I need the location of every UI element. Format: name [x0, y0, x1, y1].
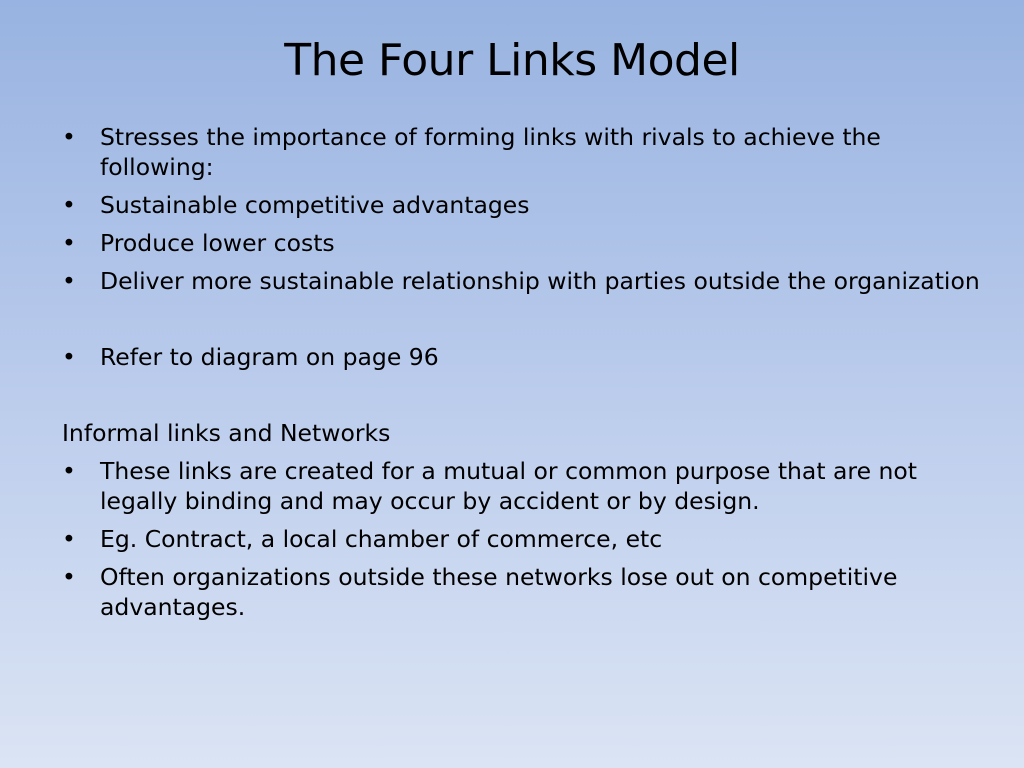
bullet-text: Stresses the importance of forming links…	[100, 123, 881, 181]
bullet-item: • Stresses the importance of forming lin…	[62, 122, 982, 182]
bullet-text: Deliver more sustainable relationship wi…	[100, 267, 980, 295]
subheading: Informal links and Networks	[62, 419, 391, 447]
bullet-item: • Sustainable competitive advantages	[62, 190, 982, 220]
spacer	[62, 304, 982, 342]
bullet-icon: •	[62, 267, 76, 295]
bullet-text: Sustainable competitive advantages	[100, 191, 530, 219]
bullet-icon: •	[62, 457, 76, 485]
bullet-item: • Refer to diagram on page 96	[62, 342, 982, 372]
bullet-item: • Often organizations outside these netw…	[62, 562, 982, 622]
bullet-icon: •	[62, 123, 76, 151]
bullet-icon: •	[62, 229, 76, 257]
bullet-item: • Produce lower costs	[62, 228, 982, 258]
bullet-text: Eg. Contract, a local chamber of commerc…	[100, 525, 663, 553]
bullet-text: Produce lower costs	[100, 229, 335, 257]
bullet-list-1: • Stresses the importance of forming lin…	[62, 122, 982, 296]
bullet-icon: •	[62, 525, 76, 553]
slide-content: • Stresses the importance of forming lin…	[62, 122, 982, 630]
bullet-icon: •	[62, 563, 76, 591]
bullet-list-2: • Refer to diagram on page 96	[62, 342, 982, 372]
slide-title: The Four Links Model	[284, 35, 740, 86]
bullet-list-3: • These links are created for a mutual o…	[62, 456, 982, 622]
bullet-item: • These links are created for a mutual o…	[62, 456, 982, 516]
bullet-icon: •	[62, 191, 76, 219]
spacer	[62, 380, 982, 418]
bullet-item: • Deliver more sustainable relationship …	[62, 266, 982, 296]
bullet-item: • Eg. Contract, a local chamber of comme…	[62, 524, 982, 554]
bullet-text: These links are created for a mutual or …	[100, 457, 917, 515]
bullet-icon: •	[62, 343, 76, 371]
bullet-text: Refer to diagram on page 96	[100, 343, 439, 371]
bullet-text: Often organizations outside these networ…	[100, 563, 898, 621]
